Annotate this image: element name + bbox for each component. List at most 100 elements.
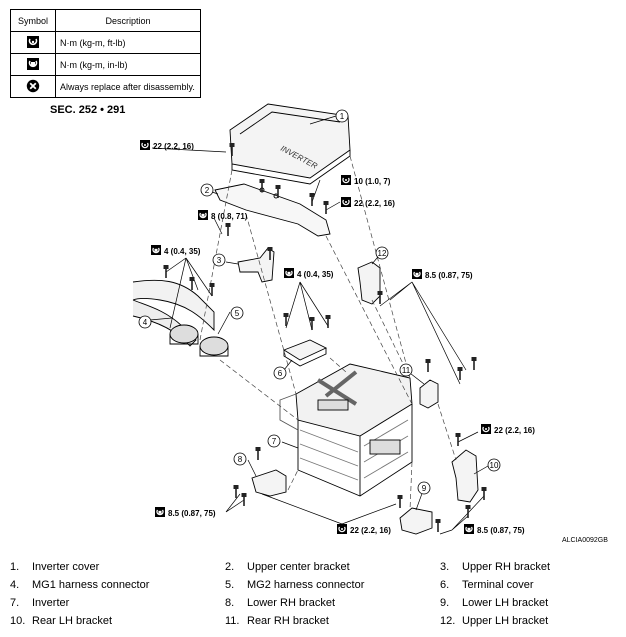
legend-item: 1. Inverter cover [10, 561, 99, 573]
legend-item: 7. Inverter [10, 597, 69, 609]
legend-item: 4. MG1 harness connector [10, 579, 149, 591]
torque-label: 4 (0.4, 35) [283, 267, 334, 279]
callouts: 1 2 3 4 5 6 7 8 9 10 11 12 [138, 109, 501, 495]
svg-text:10: 10 [490, 461, 499, 470]
svg-text:1: 1 [340, 112, 345, 121]
torque-nm-kgm-inlb-icon [463, 523, 475, 535]
torque-label: 8.5 (0.87, 75) [154, 506, 216, 518]
legend-label: Terminal cover [462, 579, 534, 591]
torque-nm-kgm-ftlb-icon [480, 423, 492, 435]
legend-label: Rear RH bracket [247, 615, 329, 627]
torque-label: 22 (2.2, 16) [480, 423, 535, 435]
inverter-part [279, 363, 413, 497]
symbol-table-header: Symbol Description [10, 9, 201, 32]
callout-6: 6 [273, 366, 287, 380]
symbol-cell [10, 31, 56, 54]
legend-item: 11.Rear RH bracket [225, 615, 329, 627]
torque-labels: 22 (2.2, 16) 10 (1.0, 7) 22 (2.2, 16) 8 … [139, 139, 535, 535]
legend-number: 6. [440, 579, 450, 591]
legend-number: 8. [225, 597, 235, 609]
torque-label: 10 (1.0, 7) [340, 174, 391, 186]
legend-label: Rear LH bracket [32, 615, 113, 627]
torque-label: 22 (2.2, 16) [336, 523, 391, 535]
symbol-description: Always replace after disassembly. [55, 75, 201, 98]
torque-nm-kgm-ftlb-icon [340, 174, 352, 186]
svg-text:4 (0.4, 35): 4 (0.4, 35) [297, 270, 334, 279]
legend-label: Upper LH bracket [462, 615, 549, 627]
legend-item: 12.Upper LH bracket [440, 615, 548, 627]
legend-label: Upper center bracket [247, 561, 350, 573]
legend-item: 2.Upper center bracket [225, 561, 350, 573]
torque-nm-kgm-inlb-icon [154, 506, 166, 518]
legend-number: 5. [225, 579, 235, 591]
torque-nm-kgm-ftlb-icon [27, 35, 39, 48]
svg-text:4: 4 [143, 318, 148, 327]
lower-lh-bracket-part [399, 507, 433, 535]
svg-text:22 (2.2, 16): 22 (2.2, 16) [354, 199, 395, 208]
svg-text:10 (1.0, 7): 10 (1.0, 7) [354, 177, 391, 186]
callout-2: 2 [200, 183, 214, 197]
callout-11: 11 [399, 363, 413, 377]
always-replace-icon [26, 79, 40, 92]
rear-rh-bracket-part [419, 379, 439, 409]
callout-8: 8 [233, 452, 247, 466]
legend-number: 4. [10, 579, 20, 591]
callout-7: 7 [267, 434, 281, 448]
svg-text:4 (0.4, 35): 4 (0.4, 35) [164, 247, 201, 256]
svg-text:8.5 (0.87, 75): 8.5 (0.87, 75) [168, 509, 216, 518]
legend-number: 1. [10, 561, 20, 573]
svg-text:5: 5 [235, 309, 240, 318]
svg-text:7: 7 [272, 437, 277, 446]
callout-9: 9 [417, 481, 431, 495]
torque-nm-kgm-inlb-icon [27, 57, 39, 70]
harness-assembly-part [132, 279, 229, 357]
exploded-diagram: INVERTER [132, 103, 535, 535]
torque-nm-kgm-inlb-icon [411, 268, 423, 280]
svg-text:8.5 (0.87, 75): 8.5 (0.87, 75) [477, 526, 525, 535]
alignment-lines [199, 155, 457, 511]
legend-item: 10.Rear LH bracket [10, 615, 112, 627]
legend-label: MG2 harness connector [247, 579, 365, 591]
svg-text:3: 3 [217, 256, 222, 265]
torque-label: 8.5 (0.87, 75) [463, 523, 525, 535]
svg-text:6: 6 [278, 369, 283, 378]
legend-item: 8. Lower RH bracket [225, 597, 335, 609]
legend-label: Inverter [32, 597, 70, 609]
legend-label: Lower RH bracket [247, 597, 336, 609]
legend-number: 3. [440, 561, 450, 573]
legend-label: Inverter cover [32, 561, 100, 573]
svg-text:22 (2.2, 16): 22 (2.2, 16) [494, 426, 535, 435]
rear-lh-bracket-part [451, 449, 479, 503]
section-label: SEC. 252 • 291 [50, 104, 126, 116]
torque-nm-kgm-ftlb-icon [139, 139, 151, 151]
legend-label: MG1 harness connector [32, 579, 150, 591]
symbol-table: Symbol Description N·m (kg-m, ft-lb) N·m… [10, 9, 201, 98]
legend-item: 3.Upper RH bracket [440, 561, 550, 573]
svg-text:8 (0.8, 71): 8 (0.8, 71) [211, 212, 248, 221]
legend-label: Lower LH bracket [462, 597, 549, 609]
legend-number: 9. [440, 597, 450, 609]
legend-item: 5. MG2 harness connector [225, 579, 364, 591]
inverter-cover-part: INVERTER [229, 103, 351, 185]
legend-item: 9. Lower LH bracket [440, 597, 548, 609]
svg-text:9: 9 [422, 484, 427, 493]
terminal-cover-part [282, 339, 328, 367]
leader-lines [149, 115, 489, 535]
symbol-row: Always replace after disassembly. [10, 75, 201, 98]
torque-nm-kgm-ftlb-icon [336, 523, 348, 535]
svg-text:8.5 (0.87, 75): 8.5 (0.87, 75) [425, 271, 473, 280]
figure-code: ALCIA0092GB [562, 537, 608, 544]
lower-rh-bracket-part [251, 469, 287, 497]
upper-lh-bracket-part [357, 261, 381, 305]
callout-10: 10 [487, 458, 501, 472]
svg-text:2: 2 [205, 186, 210, 195]
legend-number: 7. [10, 597, 20, 609]
svg-text:12: 12 [378, 249, 387, 258]
callout-12: 12 [375, 246, 389, 260]
torque-nm-kgm-inlb-icon [150, 244, 162, 256]
symbol-cell [10, 75, 56, 98]
svg-text:22 (2.2, 16): 22 (2.2, 16) [153, 142, 194, 151]
torque-label: 8 (0.8, 71) [197, 209, 248, 221]
svg-text:11: 11 [402, 366, 411, 375]
upper-center-bracket-part [214, 183, 331, 237]
